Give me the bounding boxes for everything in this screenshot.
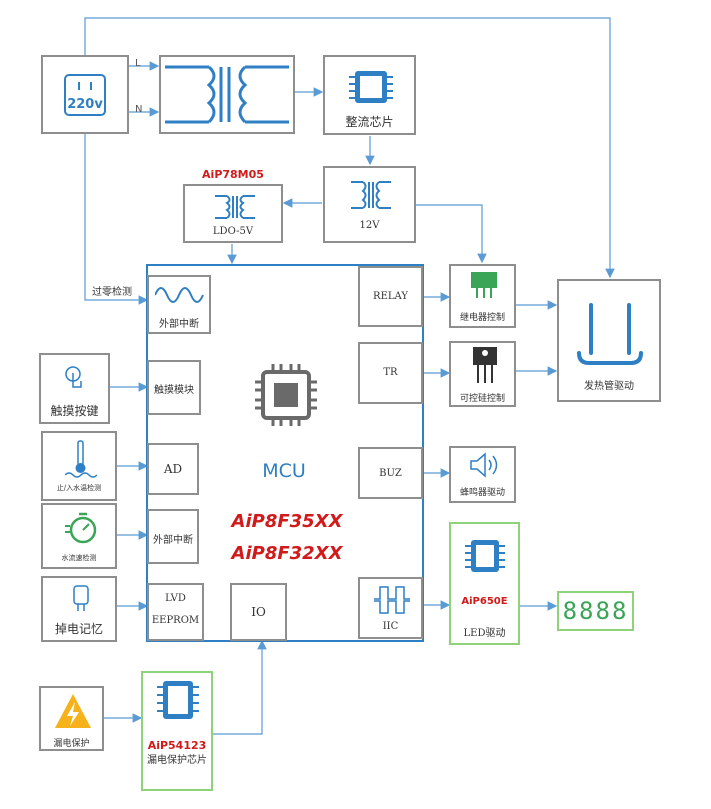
wire-12v-relay (416, 204, 487, 264)
mains-transformer-block (159, 55, 295, 134)
digit-display-block: 8888 (557, 591, 634, 631)
sine-wave-icon (155, 287, 204, 303)
power-memory-label: 掉电记忆 (54, 622, 103, 636)
ldo-transformer-icon (215, 195, 255, 219)
leakage-chip-name: AiP54123 (147, 739, 207, 752)
mcu-part-1: AiP8F35XX (231, 511, 343, 532)
iic-label: IIC (382, 621, 399, 632)
leakage-chip-icon (157, 681, 199, 719)
touch-key-block: 触摸按键 (39, 353, 110, 424)
transformer-icon (165, 65, 289, 124)
mcu-ad: AD (147, 443, 199, 495)
overzero-label: 过零检测 (92, 287, 132, 298)
relay-label: RELAY (373, 291, 408, 302)
thermometer-water-icon (65, 440, 97, 478)
leakage-chip-label: 漏电保护芯片 (147, 755, 207, 766)
rectifier-block: 整流芯片 (323, 55, 416, 135)
buz-label: BUZ (379, 468, 402, 479)
lvd-label: LVD (165, 593, 186, 604)
relay-control-label: 继电器控制 (459, 313, 505, 323)
stopwatch-icon (65, 512, 97, 544)
transformer-12v-label: 12V (359, 220, 380, 231)
power-outlet-block: 220v (41, 55, 129, 134)
finger-touch-icon (65, 366, 82, 388)
line-n-label: N (135, 104, 143, 115)
ldo-block: LDO-5V (183, 184, 283, 243)
mcu-title: MCU (262, 460, 306, 482)
power-memory-block: 掉电记忆 (41, 576, 117, 642)
thyristor-icon (473, 347, 497, 383)
chip-icon (349, 71, 393, 103)
scr-control-label: 可控硅控制 (459, 394, 505, 404)
io-label: IO (251, 605, 266, 619)
pulse-icon (374, 586, 410, 614)
capacitor-icon (73, 585, 89, 611)
line-l-label: L (135, 58, 141, 69)
ldo-chip-name: AiP78M05 (202, 168, 264, 181)
heater-icon (577, 303, 643, 365)
led-chip-name: AiP650E (461, 596, 508, 607)
ad-label: AD (163, 462, 183, 476)
water-temp-block: 止/入水温检测 (41, 431, 117, 501)
touch-key-label: 触摸按键 (50, 404, 99, 418)
speaker-icon (470, 452, 498, 478)
wire-chip-io (213, 639, 267, 735)
display-digits: 8888 (562, 597, 629, 625)
mcu-tr: TR (358, 342, 423, 404)
ldo-label: LDO-5V (212, 226, 254, 237)
water-temp-label: 止/入水温检测 (56, 484, 102, 492)
flow-rate-block: 水流速检测 (41, 503, 117, 569)
leakage-chip-block: AiP54123 漏电保护芯片 (141, 671, 213, 791)
outlet-icon (64, 74, 106, 116)
mcu-lvd-eeprom: LVD EEPROM (147, 583, 204, 641)
mcu-ext-interrupt-1: 外部中断 (147, 275, 211, 334)
heater-label: 发热管驱动 (584, 381, 634, 392)
leakage-protect-block: 漏电保护 (39, 686, 104, 751)
ext-int1-label: 外部中断 (159, 319, 199, 330)
mcu-touch-module: 触摸模块 (147, 360, 201, 415)
led-driver-block: AiP650E LED驱动 (449, 522, 520, 645)
mcu-buz: BUZ (358, 447, 423, 499)
mcu-chip-icon (255, 364, 317, 426)
flow-rate-label: 水流速检测 (61, 554, 97, 562)
outlet-voltage: 220v (67, 97, 103, 112)
mcu-ext-interrupt-2: 外部中断 (147, 509, 199, 564)
wire-overzero (84, 134, 149, 305)
led-chip-icon (465, 540, 505, 572)
mcu-relay: RELAY (358, 266, 423, 327)
wire-power-heater (84, 17, 615, 279)
relay-icon (471, 272, 497, 298)
leakage-protect-label: 漏电保护 (53, 739, 90, 749)
heater-block: 发热管驱动 (557, 279, 661, 402)
mcu-iic: IIC (358, 577, 423, 639)
transformer-12v-block: 12V (323, 166, 416, 243)
buzzer-block: 蜂鸣器驱动 (449, 446, 516, 503)
mcu-io: IO (230, 583, 287, 641)
led-drive-label: LED驱动 (463, 628, 506, 639)
buzzer-label: 蜂鸣器驱动 (459, 488, 505, 498)
small-transformer-icon (351, 181, 391, 209)
relay-control-block: 继电器控制 (449, 264, 516, 328)
eeprom-label: EEPROM (151, 615, 200, 626)
warning-lightning-icon (55, 694, 91, 728)
scr-control-block: 可控硅控制 (449, 341, 516, 407)
rectifier-label: 整流芯片 (345, 115, 394, 129)
mcu-part-2: AiP8F32XX (231, 543, 343, 564)
touch-module-label: 触摸模块 (154, 385, 194, 396)
tr-label: TR (383, 367, 398, 378)
ext-int2-label: 外部中断 (153, 535, 193, 546)
